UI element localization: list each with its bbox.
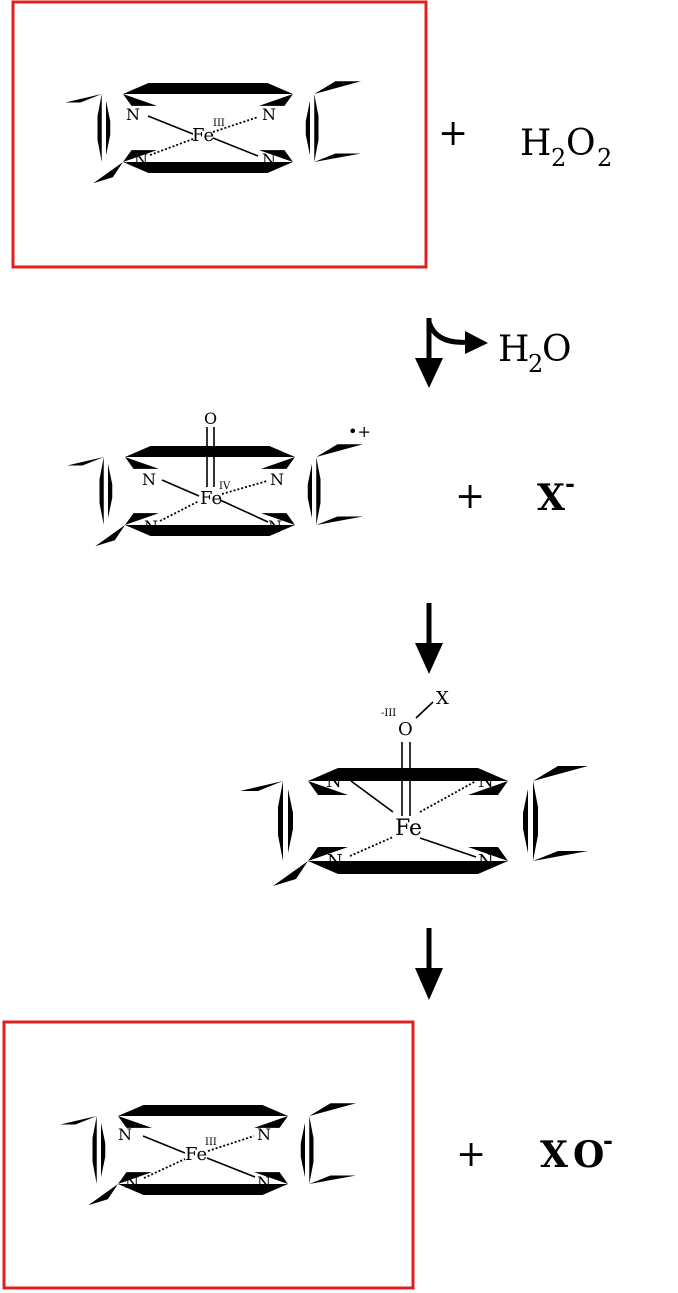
hypohalite-product: X O -: [540, 1126, 613, 1176]
svg-text:2: 2: [551, 144, 566, 172]
radical-cation-label: •+: [348, 422, 371, 441]
svg-text:-: -: [565, 469, 575, 498]
porphyrin-regenerated: [58, 1100, 356, 1210]
svg-text:X: X: [537, 477, 565, 519]
hydrogen-peroxide: H 2 O 2: [520, 123, 612, 172]
plus-sign: +: [455, 476, 485, 517]
nitrogen-atom: N: [257, 1125, 271, 1144]
fe-o-x-center: -III O X N N N N Fe: [326, 688, 494, 872]
nitrogen-atom: N: [118, 1125, 132, 1144]
reaction-arrow-1: [415, 318, 488, 388]
svg-text:O: O: [573, 1134, 604, 1176]
svg-text:H: H: [498, 329, 529, 370]
svg-text:2: 2: [597, 144, 612, 172]
nitrogen-atom: N: [326, 771, 342, 792]
oxidation-state-label: III: [205, 1137, 217, 1148]
nitrogen-atom: N: [142, 470, 156, 489]
svg-text:-: -: [603, 1126, 613, 1155]
water-release: H 2 O: [498, 329, 572, 378]
nitrogen-atom: N: [262, 105, 276, 124]
oxygen-charge-label: -III: [381, 708, 396, 719]
iron-atom: Fe: [192, 125, 214, 146]
nitrogen-atom: N: [478, 771, 494, 792]
nitrogen-atom: N: [126, 105, 140, 124]
highlight-frame-bottom: [2, 1020, 415, 1290]
svg-text:H: H: [520, 123, 551, 164]
highlight-frame-top: [11, 0, 428, 269]
nitrogen-atom: N: [327, 851, 343, 872]
svg-text:X: X: [540, 1134, 568, 1176]
oxo-oxygen-atom: O: [204, 409, 217, 428]
fe-iii-center-bottom: N N N N Fe III: [118, 1125, 271, 1192]
svg-text:O: O: [542, 329, 572, 370]
nitrogen-atom: N: [270, 470, 284, 489]
nitrogen-atom: N: [257, 1173, 271, 1192]
nitrogen-atom: N: [125, 1173, 139, 1192]
iron-atom: Fe: [200, 488, 222, 509]
reaction-arrow-3: [415, 928, 443, 1000]
fe-iv-oxo-center: O •+ N N N N Fe IV: [142, 409, 371, 536]
plus-sign: +: [438, 113, 468, 154]
substituent-x: X: [436, 688, 449, 709]
fe-iii-center-top: N N N N Fe III: [126, 105, 276, 169]
halide-anion: X -: [537, 469, 575, 519]
reaction-arrow-2: [415, 603, 443, 674]
nitrogen-atom: N: [262, 150, 276, 169]
oxidation-state-label: III: [213, 118, 225, 129]
nitrogen-atom: N: [144, 517, 158, 536]
svg-text:2: 2: [528, 350, 543, 378]
nitrogen-atom: N: [134, 150, 148, 169]
iron-atom: Fe: [185, 1144, 207, 1165]
plus-sign: +: [456, 1134, 486, 1175]
svg-text:O: O: [566, 123, 596, 164]
oxidation-state-label: IV: [219, 481, 231, 492]
nitrogen-atom: N: [268, 517, 282, 536]
oxygen-atom: O: [398, 719, 413, 740]
nitrogen-atom: N: [478, 851, 494, 872]
iron-atom: Fe: [395, 816, 422, 841]
